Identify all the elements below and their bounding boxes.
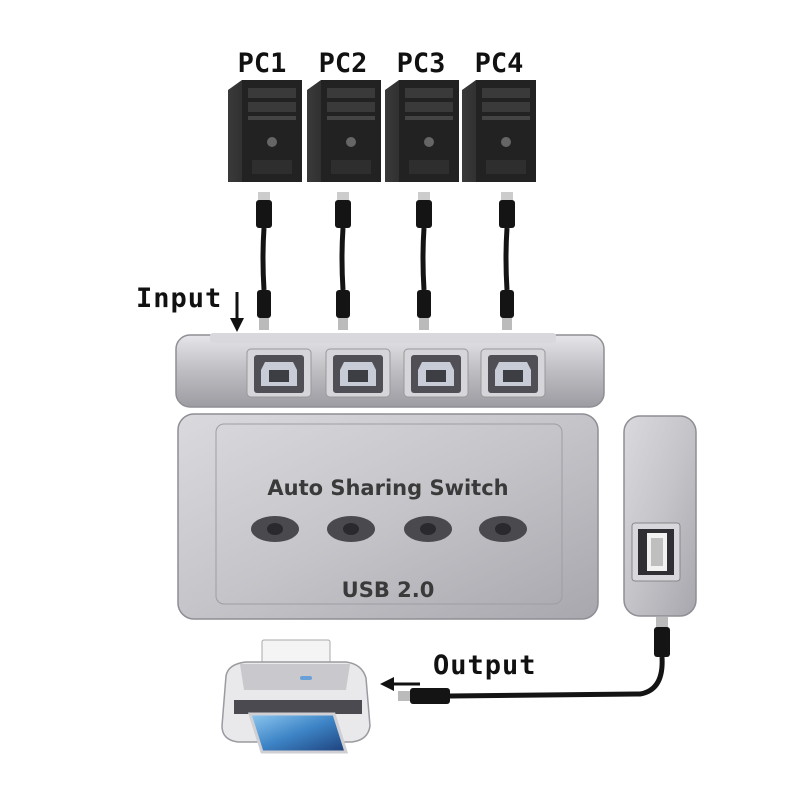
status-led-4 <box>479 516 527 542</box>
usb-b-port-3 <box>403 348 469 398</box>
pc3-label: PC3 <box>396 48 446 79</box>
usb-b-port-4 <box>480 348 546 398</box>
usb-cable-2 <box>335 192 351 330</box>
usb-version-text: USB 2.0 <box>341 578 435 602</box>
switch-front-panel <box>177 413 599 620</box>
usb-cable-3 <box>416 192 432 330</box>
pc2-label: PC2 <box>318 48 368 79</box>
printer <box>221 639 371 754</box>
hp-logo-icon <box>501 137 511 147</box>
hp-logo-icon <box>346 137 356 147</box>
pc1-label: PC1 <box>237 48 287 79</box>
input-label: Input <box>136 283 223 314</box>
usb-b-port-1 <box>246 348 312 398</box>
pc4-label: PC4 <box>474 48 524 79</box>
pc-tower-2 <box>307 80 381 182</box>
status-led-2 <box>327 516 375 542</box>
hp-logo-icon <box>424 137 434 147</box>
pc-tower-1 <box>228 80 302 182</box>
status-led-1 <box>251 516 299 542</box>
output-label: Output <box>433 650 537 681</box>
usb-output-cable <box>398 617 670 704</box>
input-arrow-icon <box>230 292 244 332</box>
usb-b-port-2 <box>325 348 391 398</box>
switch-side-panel <box>623 415 697 617</box>
usb-a-port <box>631 522 681 582</box>
pc-tower-3 <box>385 80 459 182</box>
pc-tower-4 <box>462 80 536 182</box>
usb-cable-4 <box>499 192 515 330</box>
usb-cable-1 <box>256 192 272 330</box>
output-arrow-icon <box>380 677 420 691</box>
switch-name-text: Auto Sharing Switch <box>267 476 509 500</box>
status-led-3 <box>404 516 452 542</box>
hp-logo-icon <box>267 137 277 147</box>
